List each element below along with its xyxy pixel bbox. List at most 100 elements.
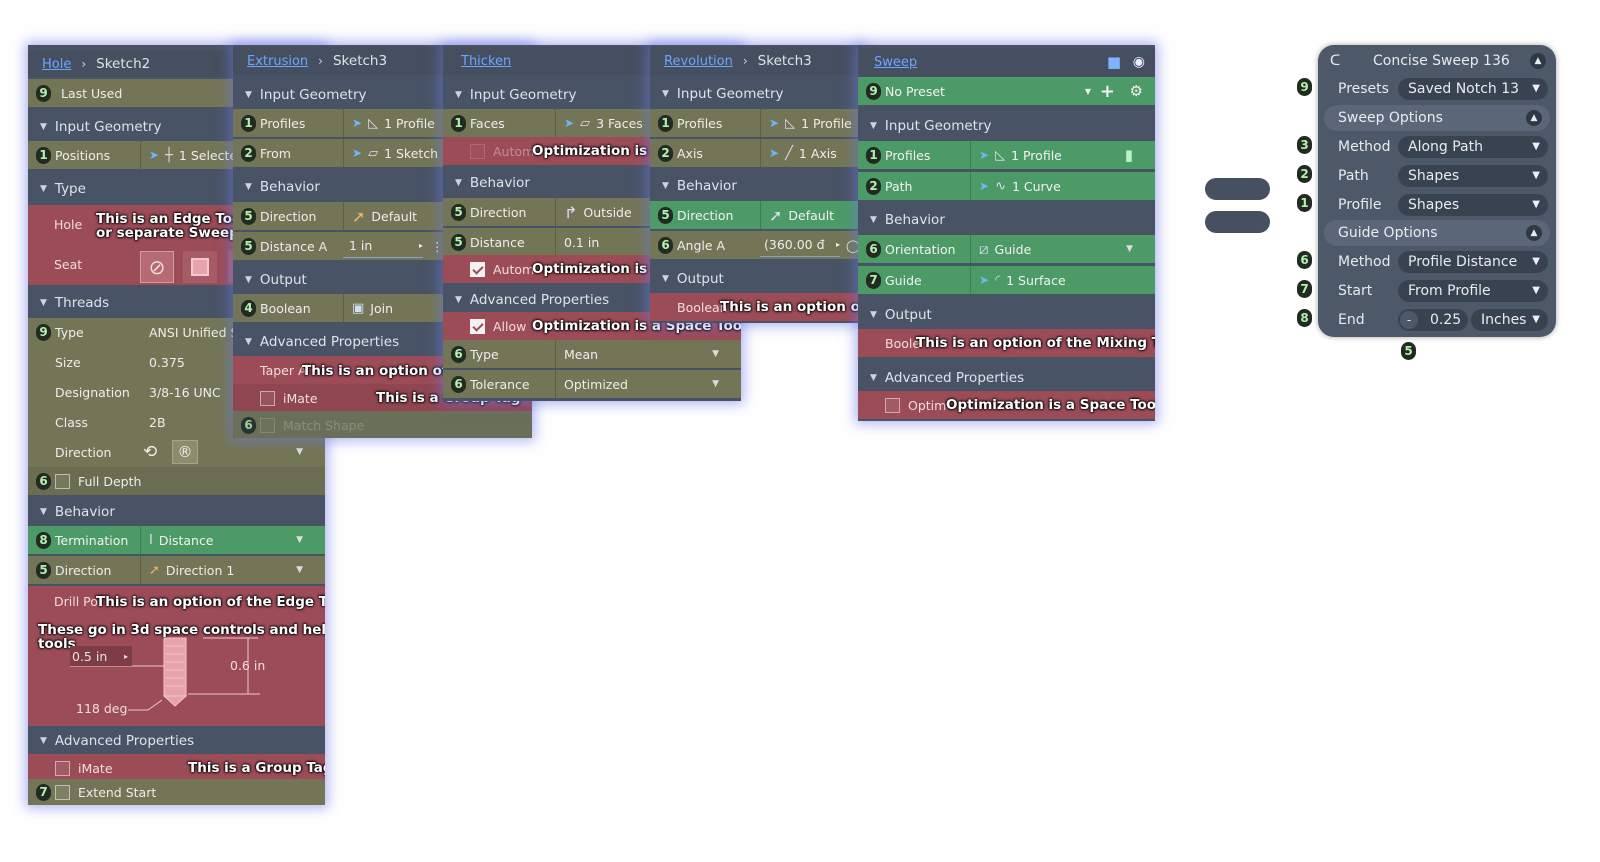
- end-unit-select[interactable]: Inches▼: [1471, 308, 1548, 331]
- size-row[interactable]: Size 0.375: [28, 348, 325, 376]
- extrusion-crumb-link[interactable]: Extrusion: [247, 53, 309, 69]
- imate-row[interactable]: iMate This is a Group Tag: [28, 754, 325, 782]
- guide-method-row[interactable]: Method Profile Distance▼: [1318, 248, 1556, 275]
- start-row[interactable]: Start From Profile▼: [1318, 277, 1556, 304]
- advanced-section[interactable]: ▼Advanced Properties: [28, 727, 325, 755]
- guide-method-select[interactable]: Profile Distance▼: [1398, 250, 1548, 273]
- dim-c-value[interactable]: 118 deg: [76, 701, 128, 716]
- direction-select[interactable]: ↱Outside: [555, 198, 632, 226]
- boolean-select[interactable]: ▣Join: [343, 294, 393, 322]
- axis-selector[interactable]: ➤╱1 Axis: [760, 139, 837, 167]
- method-select[interactable]: Along Path▼: [1398, 135, 1548, 158]
- orientation-select[interactable]: ⧄Guide▼: [970, 235, 1155, 263]
- path-selector[interactable]: ➤∿1 Curve: [970, 172, 1061, 200]
- measure-icon[interactable]: ⋮: [431, 238, 444, 254]
- collapse-icon[interactable]: ▲: [1526, 110, 1542, 126]
- hole-crumb-link[interactable]: Hole: [42, 56, 72, 72]
- path-row[interactable]: Path Shapes▼: [1318, 162, 1556, 189]
- imate-checkbox[interactable]: [55, 760, 70, 776]
- presets-row[interactable]: Presets Saved Notch 13▼: [1318, 75, 1556, 102]
- type-select[interactable]: Mean▼: [555, 340, 741, 368]
- boolean-row[interactable]: Boole This is an option of the Mixing To…: [858, 329, 1155, 357]
- thread-type-row[interactable]: 9 Type ANSI Unified Sc: [28, 318, 325, 346]
- presets-select[interactable]: Saved Notch 13▼: [1398, 77, 1548, 100]
- back-icon[interactable]: ᑕ: [1330, 53, 1341, 69]
- from-selector[interactable]: ➤▱1 Sketch: [343, 139, 438, 167]
- output-section[interactable]: ▼Output: [650, 265, 862, 293]
- path-select[interactable]: Shapes▼: [1398, 164, 1548, 187]
- sweep-options-section[interactable]: Sweep Options▲: [1324, 105, 1550, 131]
- minus-icon[interactable]: -: [1400, 310, 1418, 329]
- chevron-down-icon[interactable]: ▼: [296, 447, 303, 457]
- right-hand-icon[interactable]: ®: [172, 440, 198, 464]
- direction-select[interactable]: ➚Default: [343, 202, 417, 230]
- profiles-selector[interactable]: ➤◺1 Profile: [343, 109, 435, 137]
- imate-checkbox[interactable]: [260, 390, 275, 406]
- thicken-crumb-link[interactable]: Thicken: [461, 53, 512, 69]
- behavior-section[interactable]: ▼Behavior: [28, 498, 325, 526]
- dim-b-value[interactable]: 0.6 in: [230, 658, 266, 673]
- auto2-checkbox[interactable]: [470, 261, 485, 277]
- class-value[interactable]: 2B: [149, 414, 166, 430]
- cube-icon[interactable]: ■: [1106, 53, 1121, 71]
- auto-checkbox[interactable]: [470, 143, 485, 159]
- thread-type-value[interactable]: ANSI Unified Sc: [149, 324, 246, 340]
- revolution-crumb-link[interactable]: Revolution: [664, 53, 733, 69]
- match-shape-checkbox[interactable]: [260, 417, 275, 433]
- guide-selector[interactable]: ➤◜1 Surface: [970, 266, 1066, 294]
- profile-row[interactable]: Profile Shapes▼: [1318, 191, 1556, 218]
- guide-options-section[interactable]: Guide Options▲: [1324, 220, 1550, 246]
- faces-selector[interactable]: ➤▱3 Faces: [555, 109, 643, 137]
- select-cursor-icon[interactable]: ▮: [1124, 146, 1133, 164]
- collapse-icon[interactable]: ▲: [1530, 53, 1546, 69]
- distance-input[interactable]: 1 in▸: [343, 234, 423, 258]
- collapse-icon[interactable]: ▲: [1526, 225, 1542, 241]
- method-row[interactable]: Method Along Path▼: [1318, 133, 1556, 160]
- start-select[interactable]: From Profile▼: [1398, 279, 1548, 302]
- behavior-section[interactable]: ▼Behavior: [650, 172, 862, 200]
- boolean-row[interactable]: Boolean This is an option of t: [650, 293, 862, 321]
- output-section[interactable]: ▼Output: [858, 301, 1155, 329]
- optim-checkbox[interactable]: [885, 397, 900, 413]
- end-value-input[interactable]: - 0.25: [1398, 308, 1468, 331]
- add-preset-icon[interactable]: +: [1099, 80, 1115, 102]
- size-value[interactable]: 0.375: [149, 354, 185, 370]
- left-hand-icon[interactable]: ⟲: [143, 442, 158, 462]
- designation-row[interactable]: Designation 3/8-16 UNC: [28, 378, 325, 406]
- tolerance-select[interactable]: Optimized▼: [555, 370, 741, 398]
- full-depth-checkbox[interactable]: [55, 473, 70, 489]
- allow-checkbox[interactable]: [470, 318, 485, 334]
- profile-select[interactable]: Shapes▼: [1398, 193, 1548, 216]
- advanced-section[interactable]: ▼Advanced Properties: [858, 364, 1155, 392]
- profiles-selector[interactable]: ➤◺1 Profile: [970, 141, 1062, 169]
- dim-a-input[interactable]: 0.5 in▸: [70, 646, 132, 666]
- counterbore-icon[interactable]: [183, 251, 217, 283]
- angle-input[interactable]: (360.00 đ▸: [760, 233, 840, 257]
- gear-icon[interactable]: ⚙: [1129, 82, 1143, 100]
- behavior-section[interactable]: ▼Behavior: [858, 206, 1155, 234]
- input-geometry-section[interactable]: ▼Input Geometry: [858, 112, 1155, 140]
- no-seat-icon[interactable]: ⊘: [140, 251, 174, 283]
- input-geometry-section[interactable]: ▼Input Geometry: [650, 80, 862, 108]
- rotate-icon[interactable]: ◯: [846, 237, 860, 253]
- eye-icon[interactable]: ◉: [1132, 54, 1145, 70]
- extend-start-checkbox[interactable]: [55, 784, 70, 800]
- sweep-crumb-link[interactable]: Sweep: [874, 54, 918, 70]
